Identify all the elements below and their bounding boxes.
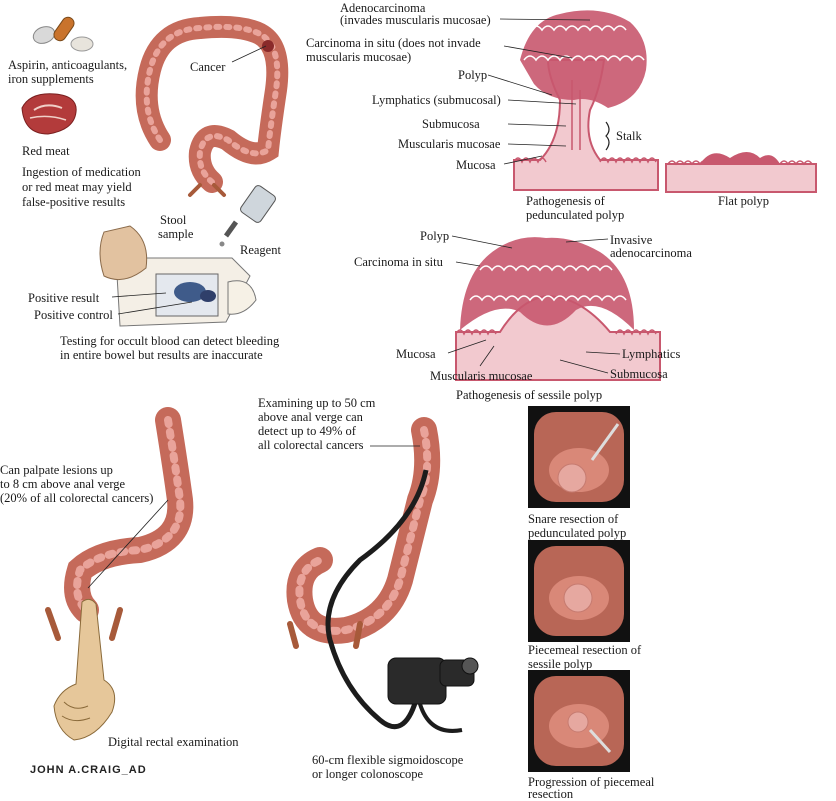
artist-signature: JOHN A.CRAIG_AD: [30, 764, 147, 776]
label-palpate-1: Can palpate lesions up: [0, 463, 113, 477]
label-carcinoma-in-situ-2: muscularis mucosae): [306, 50, 412, 64]
label-examining-3: detect up to 49% of: [258, 424, 356, 438]
label-aspirin: Aspirin, anticoagulants,: [8, 58, 128, 72]
endoscopic-panel-snare: [528, 406, 630, 508]
label-snare-2: pedunculated polyp: [528, 526, 627, 540]
colon-digital-illustration: [45, 407, 194, 641]
label-muscularis-mucosae-sessile: Muscularis mucosae: [430, 369, 533, 383]
label-testing-2: in entire bowel but results are inaccura…: [60, 348, 263, 362]
label-examining-4: all colorectal cancers: [258, 438, 364, 452]
label-testing-1: Testing for occult blood can detect blee…: [60, 334, 280, 348]
label-piecemeal-2: sessile polyp: [528, 657, 593, 671]
label-progression-2: resection: [528, 787, 574, 801]
endoscopic-panel-progression: [528, 670, 630, 772]
label-submucosa-sessile: Submucosa: [610, 367, 668, 381]
label-adenocarcinoma: Adenocarcinoma: [340, 1, 426, 15]
label-mucosa-sessile: Mucosa: [396, 347, 436, 361]
reagent-bottle-icon: [219, 185, 276, 247]
colon-top-illustration: [135, 15, 289, 197]
label-aspirin-2: iron supplements: [8, 72, 94, 86]
label-submucosa: Submucosa: [422, 117, 480, 131]
label-pathogenesis-pedunculated-2: pedunculated polyp: [526, 208, 625, 222]
label-polyp-sessile: Polyp: [420, 229, 450, 243]
hand-illustration: [53, 598, 116, 741]
label-muscularis-mucosae: Muscularis mucosae: [398, 137, 501, 151]
sigmoidoscope-illustration: [325, 469, 479, 733]
pills-icon: [32, 16, 94, 52]
label-positive-result: Positive result: [28, 291, 100, 305]
label-lymphatics-submucosal: Lymphatics (submucosal): [372, 93, 501, 107]
label-sigmoidoscope-1: 60-cm flexible sigmoidoscope: [312, 753, 464, 767]
label-pathogenesis-pedunculated: Pathogenesis of: [526, 194, 605, 208]
label-ingestion-2: or red meat may yield: [22, 180, 132, 194]
label-stool-2: sample: [158, 227, 194, 241]
label-progression-1: Progression of piecemeal: [528, 775, 655, 789]
pedunculated-polyp-diagram: [513, 10, 659, 191]
sessile-polyp-diagram: [455, 237, 661, 381]
label-pathogenesis-sessile: Pathogenesis of sessile polyp: [456, 388, 603, 402]
label-ingestion-3: false-positive results: [22, 195, 126, 209]
label-examining-2: above anal verge can: [258, 410, 363, 424]
label-digital-rectal: Digital rectal examination: [108, 735, 239, 749]
endoscopic-panel-piecemeal: [528, 540, 630, 642]
red-meat-icon: [21, 93, 77, 135]
label-positive-control: Positive control: [34, 308, 113, 322]
label-invasive-2: adenocarcinoma: [610, 246, 692, 260]
label-mucosa: Mucosa: [456, 158, 496, 172]
label-palpate-3: (20% of all colorectal cancers): [0, 491, 154, 505]
label-red-meat: Red meat: [22, 144, 70, 158]
label-stool: Stool: [160, 213, 187, 227]
colon-sigmoidoscopy-illustration: [286, 417, 441, 649]
flat-polyp-diagram: [665, 152, 817, 193]
label-palpate-2: to 8 cm above anal verge: [0, 477, 126, 491]
label-carcinoma-in-situ: Carcinoma in situ (does not invade: [306, 36, 481, 50]
label-ingestion-1: Ingestion of medication: [22, 165, 141, 179]
label-polyp: Polyp: [458, 68, 488, 82]
label-reagent: Reagent: [240, 243, 281, 257]
label-examining-1: Examining up to 50 cm: [258, 396, 376, 410]
stool-test-card: [99, 225, 257, 327]
label-stalk: Stalk: [616, 129, 642, 143]
label-sigmoidoscope-2: or longer colonoscope: [312, 767, 424, 781]
label-flat-polyp: Flat polyp: [718, 194, 770, 208]
label-lymphatics-sessile: Lymphatics: [622, 347, 681, 361]
label-adenocarcinoma-2: (invades muscularis mucosae): [340, 13, 491, 27]
label-carcinoma-in-situ-sessile: Carcinoma in situ: [354, 255, 443, 269]
label-cancer: Cancer: [190, 60, 226, 74]
label-invasive: Invasive: [610, 233, 653, 247]
label-snare-1: Snare resection of: [528, 512, 619, 526]
label-piecemeal-1: Piecemeal resection of: [528, 643, 642, 657]
